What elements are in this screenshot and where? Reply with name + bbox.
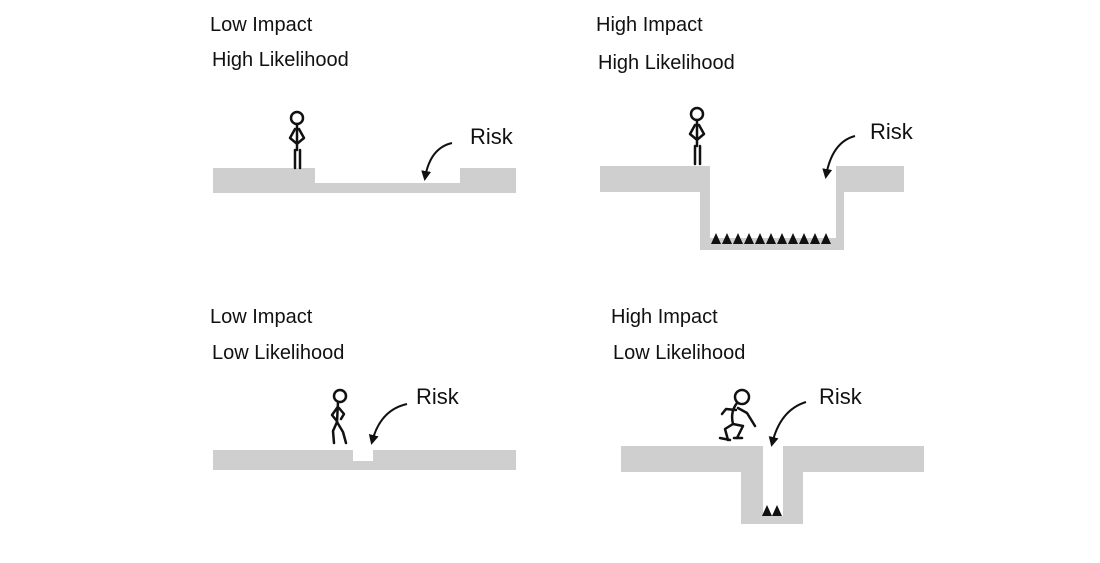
small-shallow-dip-ground [213, 450, 516, 470]
likelihood-label: High Likelihood [212, 49, 349, 71]
impact-label: High Impact [596, 14, 703, 36]
deep-wide-pit-ground [600, 166, 904, 250]
impact-label: Low Impact [210, 14, 313, 36]
panel-high-impact-low-likelihood [621, 388, 924, 524]
likelihood-label: Low Likelihood [212, 342, 345, 364]
risk-label: Risk [819, 384, 862, 409]
risk-arrow [768, 401, 807, 447]
standing-person-icon [288, 110, 306, 170]
panel-high-impact-high-likelihood [600, 106, 904, 250]
risk-label: Risk [416, 384, 459, 409]
risk-label: Risk [470, 124, 513, 149]
narrow-deep-pit-ground [621, 446, 924, 524]
walking-person-icon [330, 388, 348, 445]
shallow-wide-pit-ground [213, 168, 516, 193]
risk-arrow [822, 135, 856, 179]
panel-low-impact-high-likelihood [213, 110, 516, 193]
impact-label: High Impact [611, 306, 718, 328]
impact-label: Low Impact [210, 306, 313, 328]
standing-person-icon [688, 106, 706, 166]
risk-arrow [368, 403, 408, 445]
likelihood-label: Low Likelihood [613, 342, 746, 364]
crouching-person-icon [718, 388, 757, 442]
likelihood-label: High Likelihood [598, 52, 735, 74]
risk-arrow [421, 142, 453, 181]
risk-label: Risk [870, 119, 913, 144]
spikes-icon [711, 233, 831, 244]
spikes-icon [762, 505, 782, 516]
panel-low-impact-low-likelihood [213, 388, 516, 470]
